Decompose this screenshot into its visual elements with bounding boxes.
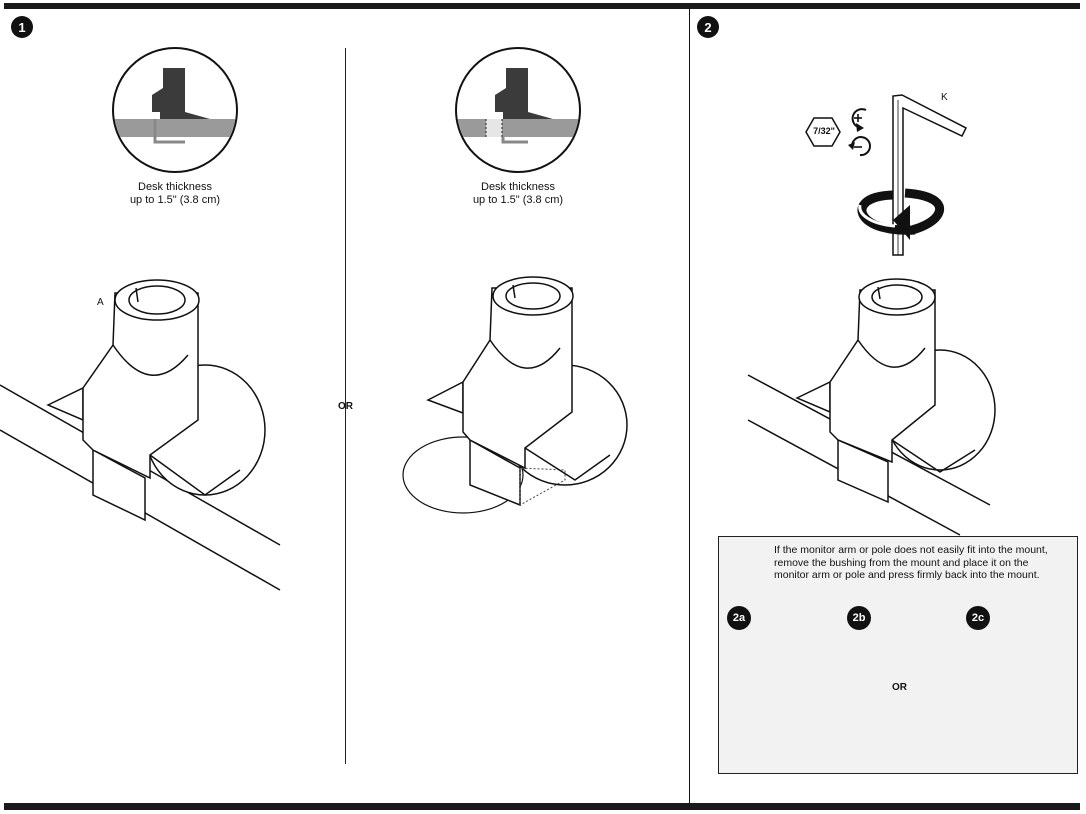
desk-mount-clamp-illustration bbox=[0, 279, 281, 591]
desk-thickness-label-left: Desk thickness up to 1.5" (3.8 cm) bbox=[100, 181, 250, 207]
tighten-plus-icon bbox=[851, 108, 867, 132]
substep-badge-2a: 2a bbox=[727, 606, 751, 630]
part-label-a: A bbox=[97, 297, 104, 308]
info-box: If the monitor arm or pole does not easi… bbox=[718, 536, 1078, 774]
substep-badge-2b: 2b bbox=[847, 606, 871, 630]
desk-mount-with-key-illustration bbox=[747, 278, 996, 536]
desk-thickness-detail-right bbox=[455, 47, 581, 173]
step-badge-1: 1 bbox=[11, 16, 33, 38]
substep-badge-2c: 2c bbox=[966, 606, 990, 630]
top-rule bbox=[4, 3, 1080, 9]
desk-mount-grommet-illustration bbox=[402, 276, 628, 514]
hex-size-label: 7/32" bbox=[813, 126, 835, 136]
desk-thickness-line-2: up to 1.5" (3.8 cm) bbox=[129, 194, 221, 206]
step-badge-2: 2 bbox=[697, 16, 719, 38]
loosen-minus-icon bbox=[848, 136, 871, 157]
hex-icon bbox=[805, 117, 841, 147]
or-label-step2b: OR bbox=[892, 682, 907, 693]
divider-or bbox=[345, 48, 346, 764]
bottom-rule bbox=[4, 803, 1080, 810]
panel-divider bbox=[689, 9, 690, 803]
desk-thickness-detail-left bbox=[112, 47, 238, 173]
desk-thickness-line-1: Desk thickness bbox=[481, 181, 555, 193]
rotation-arrow-icon bbox=[857, 188, 945, 240]
part-label-k: K bbox=[941, 92, 948, 103]
desk-thickness-line-1: Desk thickness bbox=[138, 181, 212, 193]
or-label-step1: OR bbox=[338, 401, 353, 412]
desk-thickness-label-right: Desk thickness up to 1.5" (3.8 cm) bbox=[443, 181, 593, 207]
info-text: If the monitor arm or pole does not easi… bbox=[774, 544, 1048, 581]
desk-thickness-line-2: up to 1.5" (3.8 cm) bbox=[472, 194, 564, 206]
